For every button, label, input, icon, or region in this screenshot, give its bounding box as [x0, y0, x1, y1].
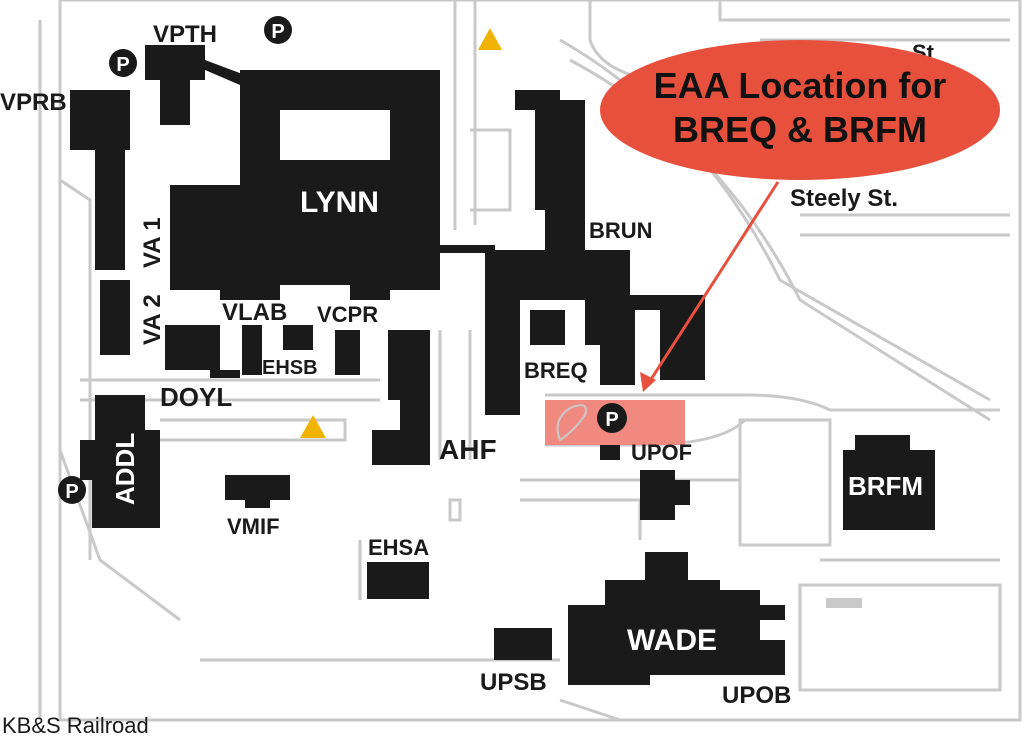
- vlab-building: [165, 325, 220, 370]
- callout-line-2: BREQ & BRFM: [673, 109, 927, 150]
- label-vmif: VMIF: [227, 514, 280, 539]
- label-ehsa: EHSA: [368, 535, 429, 560]
- buildings-layer: [70, 45, 935, 685]
- lynn-building: [170, 70, 440, 300]
- ehsa-building: [367, 562, 429, 599]
- brun-building: [515, 90, 585, 250]
- callout-arrow-icon: [640, 372, 656, 392]
- label-vprb: VPRB: [0, 89, 67, 116]
- callout-bubble: [600, 40, 1000, 180]
- label-doyl: DOYL: [160, 382, 232, 412]
- upof-building: [640, 470, 675, 520]
- label-va1: VA 1: [139, 217, 166, 268]
- addl-building: [80, 395, 160, 528]
- railroad-label: KB&S Railroad: [2, 713, 149, 738]
- label-vcpr: VCPR: [317, 302, 378, 327]
- svg-text:P: P: [605, 409, 618, 431]
- vcpr-building: [335, 330, 360, 375]
- parking-icon: P: [597, 403, 627, 433]
- svg-text:P: P: [65, 481, 78, 503]
- wade-building: [568, 580, 770, 685]
- callout-line-1: EAA Location for: [654, 65, 947, 106]
- breq-building: [485, 250, 705, 415]
- label-brfm: BRFM: [848, 471, 923, 501]
- label-upsb: UPSB: [480, 669, 547, 696]
- label-breq: BREQ: [524, 358, 588, 383]
- callout-leader-line: [646, 181, 780, 385]
- ahf-building: [372, 330, 430, 465]
- vmif-building: [225, 475, 290, 500]
- visitor-marker-icon: [300, 415, 326, 438]
- parking-icon: P: [264, 16, 292, 44]
- vprb-building: [70, 90, 130, 150]
- label-upob: UPOB: [722, 682, 791, 709]
- upsb-building: [494, 628, 552, 660]
- parking-icon: P: [109, 49, 137, 77]
- svg-text:P: P: [271, 21, 284, 43]
- visitor-marker-icon: [478, 28, 502, 50]
- label-vpth: VPTH: [153, 21, 217, 48]
- label-upof: UPOF: [631, 440, 692, 465]
- va2-building: [100, 280, 130, 355]
- label-vlab: VLAB: [222, 299, 287, 326]
- label-va2: VA 2: [139, 294, 166, 345]
- label-wade: WADE: [627, 624, 717, 657]
- vpth-building: [145, 45, 205, 80]
- parking-icon: P: [58, 476, 86, 504]
- ehsb-building: [283, 325, 313, 350]
- street-label-steely: Steely St.: [790, 185, 898, 212]
- svg-text:P: P: [116, 54, 129, 76]
- label-brun: BRUN: [589, 218, 653, 243]
- label-lynn: LYNN: [300, 186, 379, 219]
- label-ahf: AHF: [439, 434, 497, 465]
- label-addl: ADDL: [110, 433, 140, 505]
- label-ehsb: EHSB: [262, 357, 318, 379]
- brfm-building: [843, 435, 935, 530]
